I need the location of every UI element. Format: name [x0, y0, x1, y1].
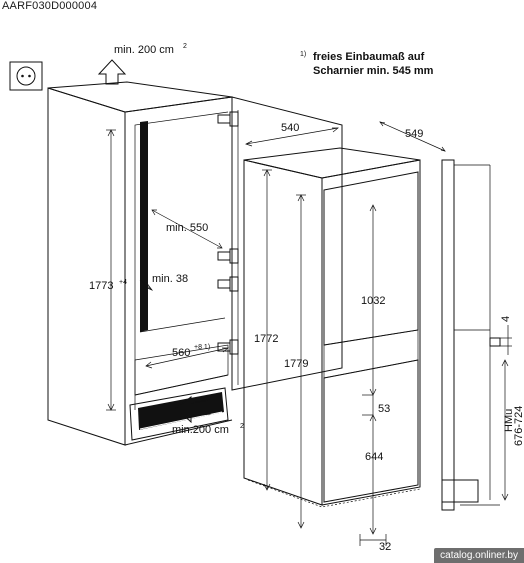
cabinet-niche [47, 81, 233, 446]
door-panel [231, 96, 343, 391]
note-line2: Scharnier min. 545 mm [313, 65, 434, 77]
dim-hmu-range: 676-724 [513, 406, 524, 446]
dim-hmu-line [501, 359, 509, 501]
hinge-icon [217, 111, 239, 355]
dim-1779-line [296, 194, 306, 529]
dim-1772-label: 1772 [254, 333, 278, 345]
power-socket-icon [9, 61, 43, 91]
dim-32-line [359, 534, 387, 546]
airflow-in-arrow-icon [175, 396, 211, 424]
dim-1773-line [106, 129, 116, 411]
dim-min550-label: min. 550 [166, 222, 208, 234]
dim-min38-line [139, 279, 154, 291]
dim-hmu-label: HMu [503, 409, 515, 432]
vent-bottom-label: min.200 cm [172, 424, 229, 436]
vent-top-label: min. 200 cm [114, 44, 174, 56]
dim-644-label: 644 [365, 451, 383, 463]
side-profile [441, 159, 501, 511]
dim-32-label: 32 [379, 541, 391, 553]
dim-1772-line [262, 169, 272, 491]
dim-4-label: 4 [500, 316, 512, 322]
vent-top-sup: 2 [183, 43, 187, 50]
dim-1779-label: 1779 [284, 358, 308, 370]
dim-4-line [500, 325, 512, 355]
note-marker: 1) [300, 51, 306, 58]
dim-1773-sup: +4 [119, 279, 127, 286]
document-code: AARF030D000004 [2, 0, 98, 12]
vent-bottom-sup: 2 [240, 423, 244, 430]
dim-540-label: 540 [281, 122, 299, 134]
dim-1032-label: 1032 [361, 295, 385, 307]
fridge-body [243, 147, 421, 508]
dim-560-sup: +8 1) [194, 344, 210, 351]
dim-560-label: 560 [172, 347, 190, 359]
note-line1: freies Einbaumaß auf [313, 51, 425, 63]
watermark: catalog.onliner.by [434, 548, 524, 563]
dim-1773-label: 1773 [89, 280, 113, 292]
dim-min38-label: min. 38 [152, 273, 188, 285]
dim-min550-line [151, 209, 223, 249]
dim-53-line [362, 394, 374, 416]
dim-644-line [369, 414, 377, 535]
airflow-up-arrow-icon [97, 59, 127, 85]
dim-549-line [379, 121, 446, 152]
dim-549-label: 549 [405, 128, 423, 140]
dim-53-label: 53 [378, 403, 390, 415]
dim-540-line [245, 127, 339, 147]
